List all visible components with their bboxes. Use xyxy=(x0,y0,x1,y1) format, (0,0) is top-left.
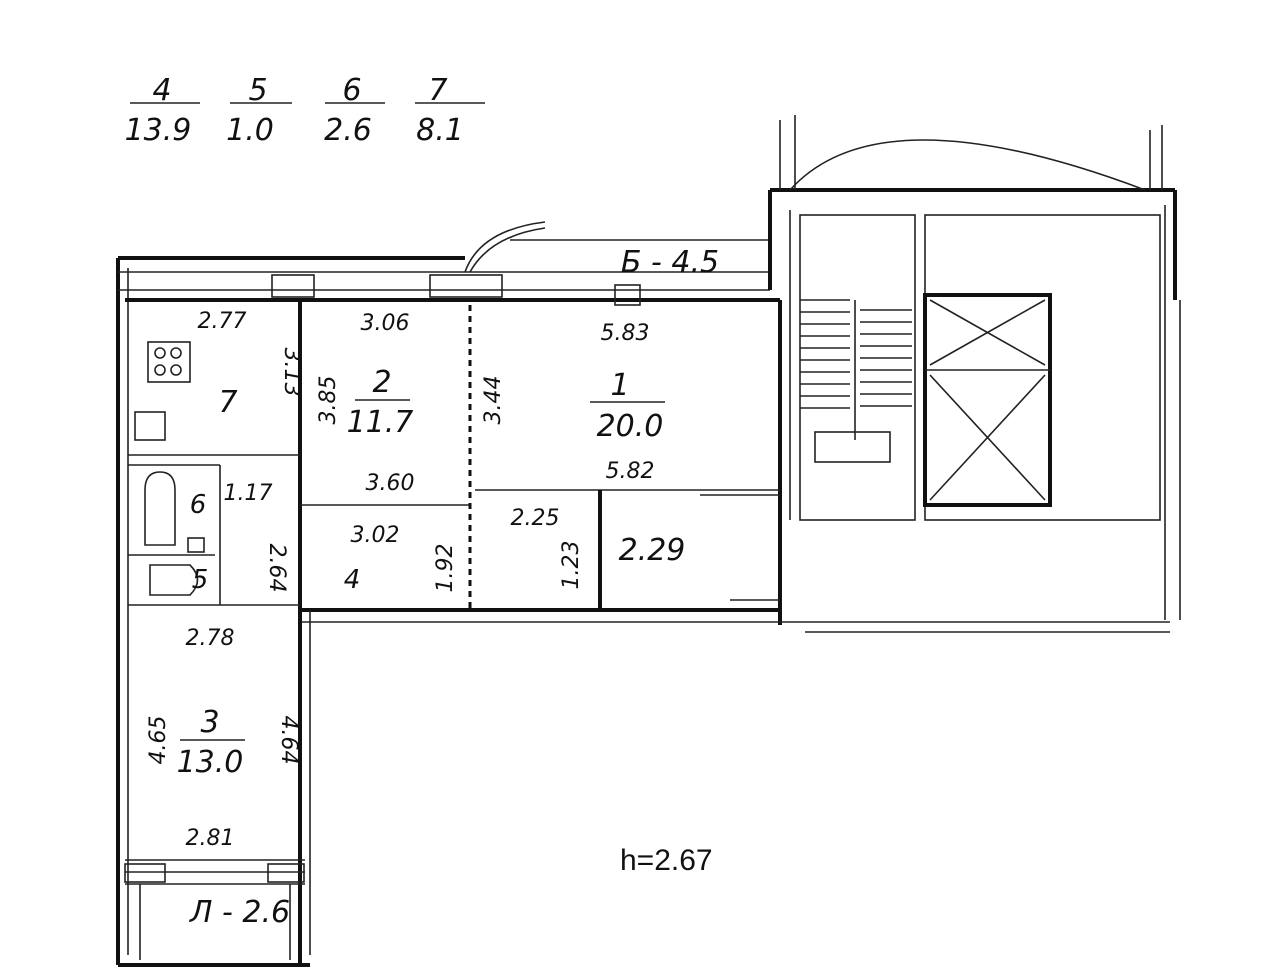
room-3-label: 3 13.0 xyxy=(177,705,245,780)
stove-burner xyxy=(154,364,166,376)
dim-room4-depth: 1.92 xyxy=(433,544,458,593)
legend-item: 4 13.9 xyxy=(125,73,200,148)
balcony-arcs xyxy=(464,115,1163,273)
dim-hall2-width: 2.29 xyxy=(619,533,686,568)
dim-room3-left: 4.65 xyxy=(146,716,171,765)
window-room1 xyxy=(614,284,641,306)
stove-burner xyxy=(170,364,182,376)
dim-room3-right: 4.64 xyxy=(276,716,301,765)
dimensions: 2.77 3.06 5.83 3.13 3.85 3.44 3.60 5.82 … xyxy=(146,309,685,851)
room-4-number: 4 xyxy=(344,565,361,595)
room-number: 2 xyxy=(372,365,391,400)
legend-room-number: 6 xyxy=(342,73,361,108)
dim-kitchen-width: 2.77 xyxy=(198,309,247,334)
bathtub-icon xyxy=(144,471,176,546)
window-room3 xyxy=(124,863,166,883)
elevator-cross-1 xyxy=(929,299,1046,366)
room-7-number: 7 xyxy=(218,385,237,420)
dim-room2-bottom: 3.60 xyxy=(366,471,415,496)
dim-room3-bottom: 2.81 xyxy=(186,826,235,851)
room-1-label: 1 20.0 xyxy=(590,368,665,444)
stove-burner xyxy=(154,347,166,359)
legend-room-area: 13.9 xyxy=(125,113,192,148)
balcony-b-arc-inner xyxy=(469,227,546,273)
stair-shaft xyxy=(799,214,916,521)
legend-room-area: 1.0 xyxy=(226,113,274,148)
room-6-number: 6 xyxy=(190,490,207,520)
balcony-b-label: Б - 4.5 xyxy=(621,245,719,280)
lift-hall xyxy=(924,214,1161,521)
ceiling-height: h=2.67 xyxy=(620,844,713,877)
balcony-b-arc xyxy=(464,221,546,273)
legend-room-number: 7 xyxy=(428,73,447,108)
loggia-l-label: Л - 2.6 xyxy=(189,895,290,930)
fixtures xyxy=(134,341,205,596)
window-room3-right xyxy=(267,863,305,883)
dim-room1-width: 5.83 xyxy=(601,321,650,346)
room-labels: 1 20.0 2 11.7 3 13.0 4 5 6 7 xyxy=(177,365,665,780)
sink-icon xyxy=(134,411,166,441)
washbasin-icon xyxy=(187,537,205,553)
dim-room2-width: 3.06 xyxy=(361,311,410,336)
staircase xyxy=(799,214,1161,521)
stove-icon xyxy=(147,341,191,383)
room-area: 20.0 xyxy=(597,409,664,444)
legend-room-number: 4 xyxy=(152,73,171,108)
interior-walls xyxy=(128,300,780,610)
legend-room-area: 2.6 xyxy=(324,113,372,148)
stove-burner xyxy=(170,347,182,359)
dim-bath-width: 1.17 xyxy=(224,481,273,506)
elevator-cross-2 xyxy=(929,374,1046,501)
room-number: 3 xyxy=(200,705,219,740)
room-area: 13.0 xyxy=(177,745,244,780)
dim-room1-bottom: 5.82 xyxy=(606,459,655,484)
dim-kitchen-depth: 3.13 xyxy=(279,348,304,397)
dim-hall-width: 2.25 xyxy=(511,506,560,531)
toilet-icon xyxy=(149,564,199,596)
dim-room1-depth: 3.44 xyxy=(481,376,506,425)
dim-bath-depth: 2.64 xyxy=(264,544,289,593)
dim-room4-width: 3.02 xyxy=(351,523,400,548)
room-number: 1 xyxy=(610,368,629,403)
legend-item: 5 1.0 xyxy=(226,73,292,148)
dim-room3-top: 2.78 xyxy=(186,626,235,651)
windows xyxy=(124,274,641,883)
legend-item: 7 8.1 xyxy=(415,73,485,148)
room-5-number: 5 xyxy=(192,565,209,595)
stair-steps xyxy=(800,299,912,463)
legend-item: 6 2.6 xyxy=(324,73,385,148)
legend-room-number: 5 xyxy=(248,73,267,108)
window-room2 xyxy=(429,274,503,298)
entrance-arc xyxy=(789,139,1146,191)
elevator-block xyxy=(923,293,1052,507)
room-2-label: 2 11.7 xyxy=(347,365,414,440)
area-legend: 4 13.9 5 1.0 6 2.6 7 8.1 xyxy=(125,73,485,148)
dim-room2-depth: 3.85 xyxy=(316,376,341,425)
room-area: 11.7 xyxy=(347,405,414,440)
legend-room-area: 8.1 xyxy=(416,113,464,148)
window-kitchen xyxy=(271,274,315,298)
dim-hall-depth: 1.23 xyxy=(559,541,584,590)
